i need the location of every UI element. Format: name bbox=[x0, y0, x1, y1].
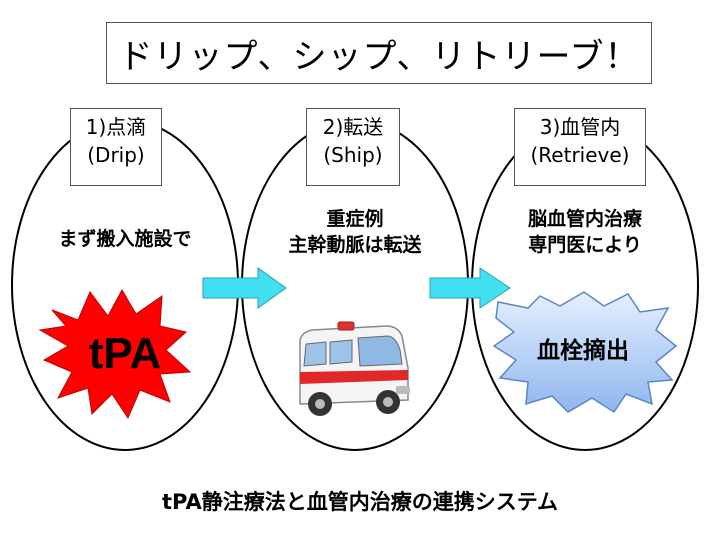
stage-desc-drip: まず搬入施設で bbox=[30, 226, 220, 252]
right-arrow-icon bbox=[202, 267, 287, 309]
desc-line: 専門医により bbox=[528, 234, 642, 256]
stage-label-subtitle: (Retrieve) bbox=[530, 143, 630, 167]
stage-label-drip: 1)点滴 (Drip) bbox=[70, 108, 162, 186]
stage-desc-retrieve: 脳血管内治療 専門医により bbox=[490, 206, 680, 258]
diagram-title: ドリップ、シップ、リトリーブ！ bbox=[106, 22, 652, 84]
tpa-burst-shape bbox=[38, 288, 192, 420]
stage-label-subtitle: (Ship) bbox=[323, 143, 383, 167]
desc-line: まず搬入施設で bbox=[58, 228, 192, 250]
ambulance-icon bbox=[299, 321, 410, 416]
stage-label-title: 3)血管内 bbox=[539, 115, 621, 139]
stage-label-retrieve: 3)血管内 (Retrieve) bbox=[514, 108, 646, 186]
thrombectomy-burst-shape bbox=[492, 291, 678, 414]
desc-line: 重症例 bbox=[326, 208, 384, 230]
right-arrow-icon bbox=[429, 267, 511, 309]
desc-line: 主幹動脈は転送 bbox=[288, 234, 422, 256]
thrombectomy-badge-label: 血栓摘出 bbox=[537, 338, 629, 364]
stage-desc-ship: 重症例 主幹動脈は転送 bbox=[260, 206, 450, 258]
stage-label-subtitle: (Drip) bbox=[87, 143, 145, 167]
diagram-caption: tPA静注療法と血管内治療の連携システム bbox=[161, 490, 559, 514]
tpa-badge-label: tPA bbox=[88, 329, 162, 378]
stage-label-ship: 2)転送 (Ship) bbox=[306, 108, 400, 186]
desc-line: 脳血管内治療 bbox=[527, 208, 642, 230]
stage-label-title: 1)点滴 bbox=[85, 115, 147, 139]
stage-label-title: 2)転送 bbox=[322, 115, 384, 139]
